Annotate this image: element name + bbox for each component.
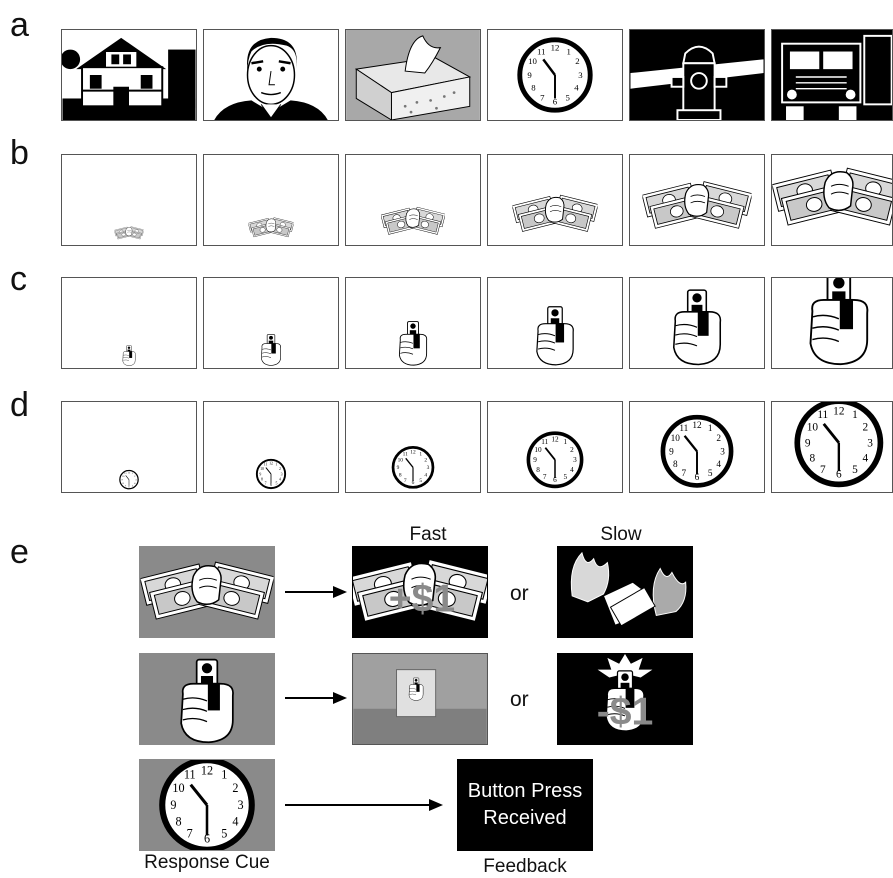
gun-cue-image xyxy=(139,653,275,745)
clock-stimulus xyxy=(526,431,584,489)
panel-label-c: c xyxy=(10,260,27,298)
gun-stimulus xyxy=(536,306,574,366)
slow-label: Slow xyxy=(600,524,642,545)
money-stimulus xyxy=(642,179,752,231)
gun-frame xyxy=(487,277,623,369)
panel-label-b: b xyxy=(10,134,29,172)
gun-frame xyxy=(203,277,339,369)
arrow-icon xyxy=(285,692,347,704)
money-frame xyxy=(61,154,197,246)
panel-label-e: e xyxy=(10,533,29,571)
svg-text:2: 2 xyxy=(575,56,579,66)
truck-image xyxy=(771,29,893,121)
svg-text:1: 1 xyxy=(566,46,570,56)
money-stimulus xyxy=(772,166,892,228)
clock-stimulus xyxy=(391,446,435,489)
feedback-label: Feedback xyxy=(483,856,567,877)
arrow-icon xyxy=(285,799,443,811)
clock-frame xyxy=(487,401,623,493)
response-cue-clock-image xyxy=(139,759,275,851)
shooting-range-image xyxy=(352,653,488,745)
punishment-loss-image: -$1 xyxy=(557,653,693,745)
gun-stimulus xyxy=(261,334,282,366)
svg-text:7: 7 xyxy=(540,92,545,102)
money-frame xyxy=(203,154,339,246)
clock-stimulus xyxy=(119,469,139,490)
svg-text:4: 4 xyxy=(574,83,579,93)
money-stimulus xyxy=(512,193,598,233)
money-frame xyxy=(487,154,623,246)
reward-win-image: +$1 xyxy=(352,546,488,638)
reward-win-text: +$1 xyxy=(389,578,455,621)
gun-frame xyxy=(345,277,481,369)
gun-stimulus xyxy=(809,278,869,366)
fast-label: Fast xyxy=(409,524,447,545)
svg-text:11: 11 xyxy=(537,46,545,56)
clock-frame xyxy=(629,401,765,493)
money-frame xyxy=(345,154,481,246)
house-image xyxy=(61,29,197,121)
gun-frame xyxy=(629,277,765,369)
fire-hydrant-image xyxy=(629,29,765,121)
money-cue-image xyxy=(139,546,275,638)
or-label-2: or xyxy=(510,688,529,711)
gun-frame xyxy=(771,277,893,369)
or-label-1: or xyxy=(510,582,529,605)
svg-text:3: 3 xyxy=(578,70,583,80)
svg-text:12: 12 xyxy=(551,43,560,53)
clock-frame xyxy=(771,401,893,493)
face-image xyxy=(203,29,339,121)
clock-stimulus xyxy=(255,458,287,490)
feedback-line-1: Button Press xyxy=(467,780,583,802)
feedback-box: Button Press Received xyxy=(457,759,593,851)
svg-text:9: 9 xyxy=(527,70,532,80)
svg-text:5: 5 xyxy=(566,92,571,102)
response-cue-label: Response Cue xyxy=(144,852,270,873)
panel-label-d: d xyxy=(10,386,29,424)
money-stimulus xyxy=(248,216,294,238)
panel-label-a: a xyxy=(10,6,29,44)
feedback-line-2: Received xyxy=(483,807,567,829)
tissue-box-image xyxy=(345,29,481,121)
clock-frame xyxy=(61,401,197,493)
gun-stimulus xyxy=(122,345,136,366)
arrow-icon xyxy=(285,586,347,598)
money-burning-image xyxy=(557,546,693,638)
money-stimulus xyxy=(381,206,445,236)
svg-text:8: 8 xyxy=(531,83,536,93)
clock-stimulus xyxy=(797,402,880,484)
gun-stimulus xyxy=(672,289,722,366)
loss-text: -$1 xyxy=(597,690,654,733)
clock-frame xyxy=(345,401,481,493)
money-frame xyxy=(771,154,893,246)
svg-text:10: 10 xyxy=(528,56,537,66)
money-frame xyxy=(629,154,765,246)
svg-text:6: 6 xyxy=(553,96,558,106)
clock-stimulus xyxy=(663,417,731,485)
money-stimulus xyxy=(114,226,144,240)
gun-stimulus xyxy=(398,321,428,366)
clock-frame xyxy=(203,401,339,493)
gun-frame xyxy=(61,277,197,369)
